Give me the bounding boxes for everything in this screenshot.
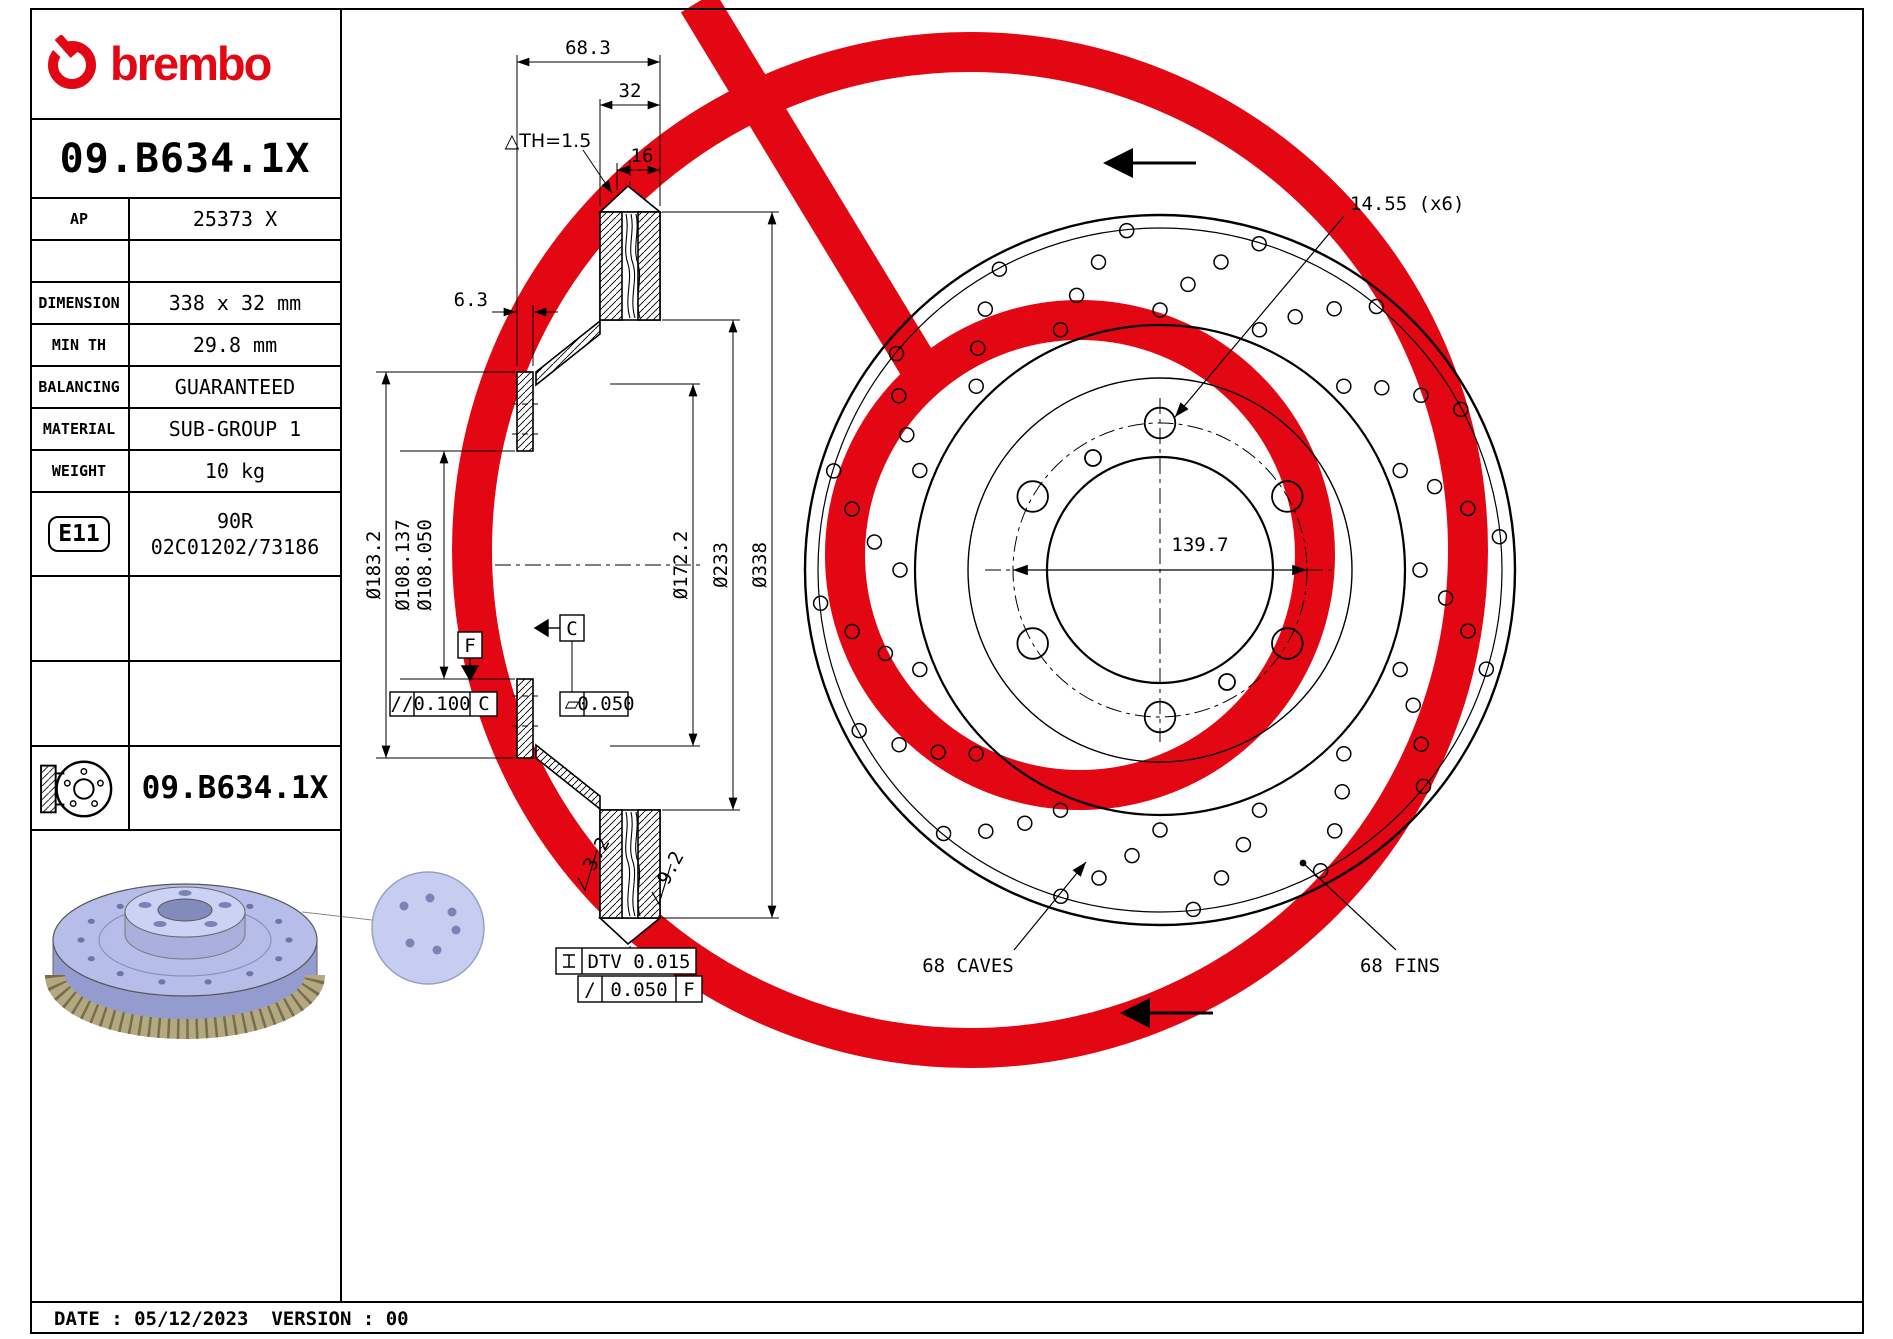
drilled-holes-pattern [812, 222, 1508, 918]
bolt-hole-hidden-lines [512, 403, 538, 727]
hat-edge [967, 377, 1353, 763]
spec-row-min-th: MIN TH 29.8 mm [30, 323, 340, 365]
spec-value: GUARANTEED [174, 375, 296, 399]
dtv-symbol-icon [563, 954, 575, 968]
disc-icon-cell [30, 747, 130, 829]
sheet-border [30, 8, 1864, 1334]
e11-badge: E11 [48, 516, 110, 552]
spec-row-empty [30, 575, 340, 660]
dtv-value: DTV 0.015 [588, 951, 691, 973]
dim-dia-233: Ø233 [710, 542, 732, 588]
label-caves: 68 CAVES [922, 955, 1014, 977]
fcf-flatness-symbol: ▱ [565, 693, 580, 715]
dim-band-width: 32 [619, 80, 642, 102]
dim-dia-338: Ø338 [749, 542, 771, 588]
dim-dia-183: Ø183.2 [363, 531, 385, 600]
spec-row-material: MATERIAL SUB-GROUP 1 [30, 407, 340, 449]
fcf-parallelism-symbol: // [391, 693, 414, 715]
dim-dia-108-min: Ø108.050 [414, 519, 436, 611]
hat-section [512, 319, 601, 811]
spec-row-balancing: BALANCING GUARANTEED [30, 365, 340, 407]
watermark-stem [680, 0, 950, 399]
brembo-logo: brembo [30, 8, 340, 118]
vane-curves-bottom [625, 811, 641, 917]
spec-value [130, 241, 340, 281]
dim-dia-172: Ø172.2 [670, 531, 692, 600]
approval-values: 90R 02C01202/73186 [130, 493, 340, 575]
dim-bolt-holes: 14.55 (x6) [1350, 193, 1464, 215]
spec-row-empty [30, 239, 340, 281]
render-detail-balloon [371, 871, 485, 985]
brembo-logo-icon [44, 35, 96, 89]
braking-surface-inner-edge [913, 323, 1407, 817]
approval-line1: 90R [216, 509, 254, 533]
dim-th: △TH=1.5 [505, 130, 592, 152]
spec-row-dimension: DIMENSION 338 x 32 mm [30, 281, 340, 323]
label-fins: 68 FINS [1360, 955, 1440, 977]
fcf-parallelism-datum: C [478, 693, 489, 715]
section-direction-arrows [1103, 148, 1213, 1028]
spec-label: DIMENSION [30, 283, 130, 323]
runout-symbol: / [584, 979, 595, 1001]
footer: DATE : 05/12/2023 VERSION : 00 [30, 1301, 1864, 1334]
footer-text: DATE : 05/12/2023 VERSION : 00 [54, 1307, 409, 1330]
section-dimensions: 68.3 32 △TH=1.5 16 6.3 [363, 37, 779, 919]
fcf-parallelism: // 0.100 C [389, 691, 498, 717]
spec-value: SUB-GROUP 1 [168, 417, 302, 441]
disc-part-number: 09.B634.1X [141, 770, 329, 806]
runout-value: 0.050 [610, 979, 667, 1001]
fcf-parallelism-value: 0.100 [413, 693, 470, 715]
datum-c: C [533, 614, 585, 642]
vane-curves-top [625, 213, 641, 319]
render-bolt-holes [138, 890, 232, 927]
approval-line2: 02C01202/73186 [150, 535, 320, 559]
datum-f: F [457, 631, 483, 682]
spec-label [30, 241, 130, 281]
spec-row-ap: AP 25373 X [30, 197, 340, 239]
spec-row-approval: E11 90R 02C01202/73186 [30, 491, 340, 575]
braking-band-top [597, 184, 663, 321]
dim-total-width: 68.3 [565, 37, 611, 59]
part-number: 09.B634.1X [30, 118, 340, 197]
disc-3d-render [45, 871, 485, 1039]
spec-row-weight: WEIGHT 10 kg [30, 449, 340, 491]
panel-divider-line [340, 8, 342, 1301]
spec-row-empty [30, 660, 340, 745]
brembo-logo-text: brembo [110, 36, 272, 90]
dim-bolt-circle: 139.7 [1171, 534, 1228, 556]
spec-label: MIN TH [30, 325, 130, 365]
disc-outer-edge [803, 213, 1517, 927]
datum-c-label: C [566, 618, 577, 640]
braking-band-bottom [597, 809, 663, 946]
spec-label: AP [30, 199, 130, 239]
watermark-outer-ring [452, 32, 1488, 1068]
disc-outer-chamfer [817, 227, 1503, 913]
dtv-frame: DTV 0.015 [555, 947, 697, 975]
front-view: 139.7 14.55 (x6) 68 CAVES 68 FINS [803, 148, 1517, 1028]
runout-frame: / 0.050 F [577, 975, 703, 1003]
runout-datum: F [683, 979, 694, 1001]
watermark-inner-ring [825, 300, 1335, 810]
dim-dia-108-max: Ø108.137 [392, 519, 414, 611]
spec-panel: brembo 09.B634.1X AP 25373 X DIMENSION 3… [30, 8, 340, 831]
dim-outboard: 16 [631, 145, 654, 167]
spec-label: BALANCING [30, 367, 130, 407]
spec-value: 29.8 mm [192, 333, 278, 357]
brake-disc-icon [40, 760, 113, 818]
spec-value: 25373 X [192, 207, 278, 231]
section-view: 68.3 32 △TH=1.5 16 6.3 [363, 37, 779, 1003]
fcf-flatness-value: 0.050 [577, 693, 634, 715]
approval-badge-cell: E11 [30, 493, 130, 575]
spec-value: 10 kg [204, 459, 266, 483]
dim-flange-thickness: 6.3 [454, 289, 488, 311]
fcf-flatness: ▱ 0.050 [559, 641, 635, 717]
datum-f-label: F [464, 635, 475, 657]
spec-label: WEIGHT [30, 451, 130, 491]
spec-label: MATERIAL [30, 409, 130, 449]
spec-row-disc: 09.B634.1X [30, 745, 340, 831]
spec-value: 338 x 32 mm [168, 291, 302, 315]
